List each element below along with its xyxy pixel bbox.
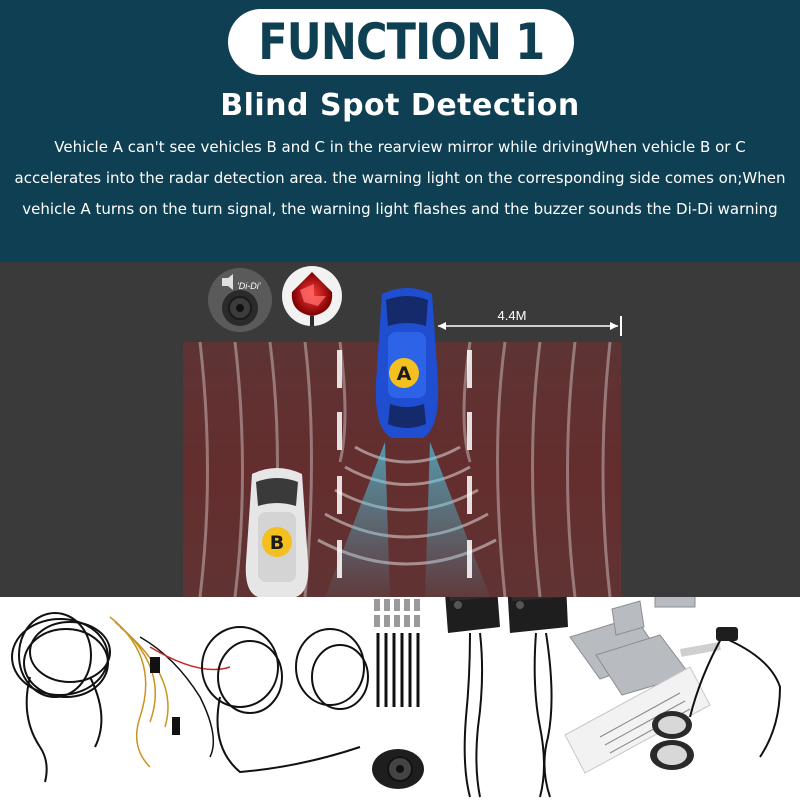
distance-indicator — [438, 316, 622, 336]
warning-light-icon — [282, 266, 342, 326]
vehicle-b-label: B — [270, 532, 284, 554]
lane-markings — [337, 350, 472, 578]
screws-and-ties — [374, 599, 420, 707]
power-harness — [109, 616, 231, 768]
vehicle-b: B — [245, 468, 309, 597]
radar-waves — [198, 341, 612, 597]
feature-title: Blind Spot Detection — [220, 88, 580, 123]
road-scene: 4.4M 'Di-Di' A — [0, 262, 800, 597]
kit-buzzer-icon — [372, 749, 424, 789]
kit-contents — [0, 597, 800, 800]
feature-description: Vehicle A can't see vehicles B and C in … — [14, 138, 786, 218]
vehicle-a: A — [375, 288, 439, 438]
function-badge: FUNCTION 1 — [228, 9, 574, 75]
radar-module-left — [445, 597, 500, 798]
function-badge-text: FUNCTION 1 — [257, 13, 545, 71]
road-illustration: 4.4M 'Di-Di' A — [183, 266, 622, 597]
distance-label: 4.4M — [498, 308, 527, 323]
warning-indicator-pair — [650, 627, 782, 770]
buzzer-label: 'Di-Di' — [237, 281, 261, 291]
buzzer-icon — [208, 268, 272, 332]
radar-module-right — [507, 597, 568, 798]
header-banner: FUNCTION 1 Blind Spot Detection Vehicle … — [0, 0, 800, 262]
vehicle-a-label: A — [397, 363, 412, 385]
kit-illustration — [11, 597, 782, 798]
rear-radar-arcs — [317, 445, 497, 566]
wiring-harness-coil — [11, 612, 111, 783]
radar-beam-right — [425, 442, 490, 597]
sensor-cable-coil — [201, 626, 369, 774]
